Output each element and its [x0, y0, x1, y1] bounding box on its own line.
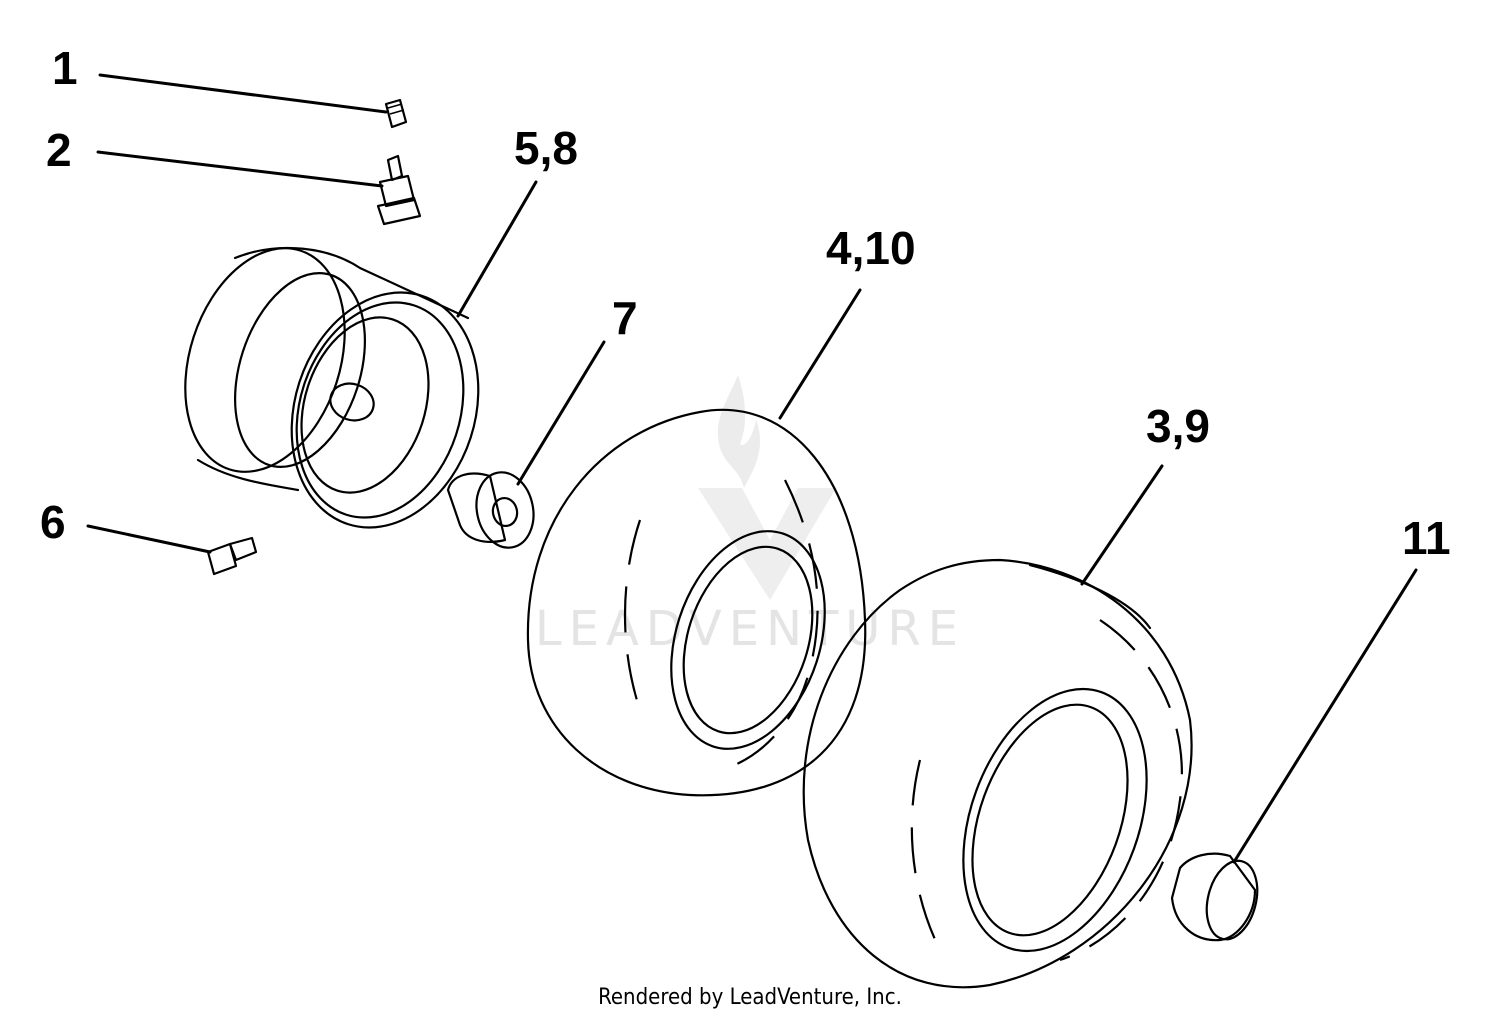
leader-6	[86, 524, 212, 554]
callout-3-9: 3,9	[1146, 400, 1210, 452]
watermark: LEADVENTURE	[535, 375, 965, 657]
callout-5-8: 5,8	[514, 122, 578, 174]
leader-3-9	[1080, 464, 1164, 586]
part-5-8-rim[interactable]	[158, 227, 508, 551]
callout-7: 7	[612, 292, 638, 344]
leader-5-8	[456, 180, 538, 318]
part-4-10-tire[interactable]	[526, 408, 867, 797]
leader-4-10	[778, 288, 862, 420]
callout-11: 11	[1402, 512, 1451, 564]
part-7-bushing[interactable]	[446, 467, 540, 553]
callout-2: 2	[46, 124, 72, 176]
leader-lines	[86, 73, 1418, 864]
leader-2	[96, 150, 384, 188]
leader-1	[98, 73, 388, 114]
watermark-text: LEADVENTURE	[535, 601, 965, 657]
leader-7	[516, 340, 606, 486]
part-2-valve-stem[interactable]	[376, 154, 422, 226]
callout-4-10: 4,10	[826, 222, 916, 274]
callout-6: 6	[40, 496, 66, 548]
callout-1: 1	[52, 42, 78, 94]
part-11-hub-cap[interactable]	[1170, 852, 1265, 945]
leader-11	[1232, 568, 1418, 864]
callout-labels: 1 2 5,8 4,10 7 3,9 6 11	[40, 42, 1451, 564]
footer-credit: Rendered by LeadVenture, Inc.	[598, 985, 902, 1010]
part-1-valve-cap[interactable]	[384, 98, 408, 129]
part-6-grease-fitting[interactable]	[206, 536, 258, 576]
part-3-9-tire[interactable]	[802, 558, 1193, 989]
